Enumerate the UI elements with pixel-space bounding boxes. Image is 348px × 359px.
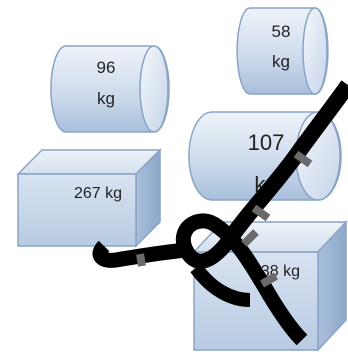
box-267kg: 267 kg — [18, 150, 160, 246]
cylinder-96kg: 96 kg — [51, 46, 169, 132]
cylinder-96-unit: kg — [97, 89, 115, 108]
cylinder-58kg: 58 kg — [237, 8, 328, 94]
cylinder-58-unit: kg — [272, 52, 290, 71]
cylinder-107-value: 107 — [248, 130, 285, 155]
box-267-label: 267 kg — [74, 185, 122, 202]
cylinder-96-value: 96 — [97, 58, 116, 77]
cylinder-58-value: 58 — [272, 22, 291, 41]
